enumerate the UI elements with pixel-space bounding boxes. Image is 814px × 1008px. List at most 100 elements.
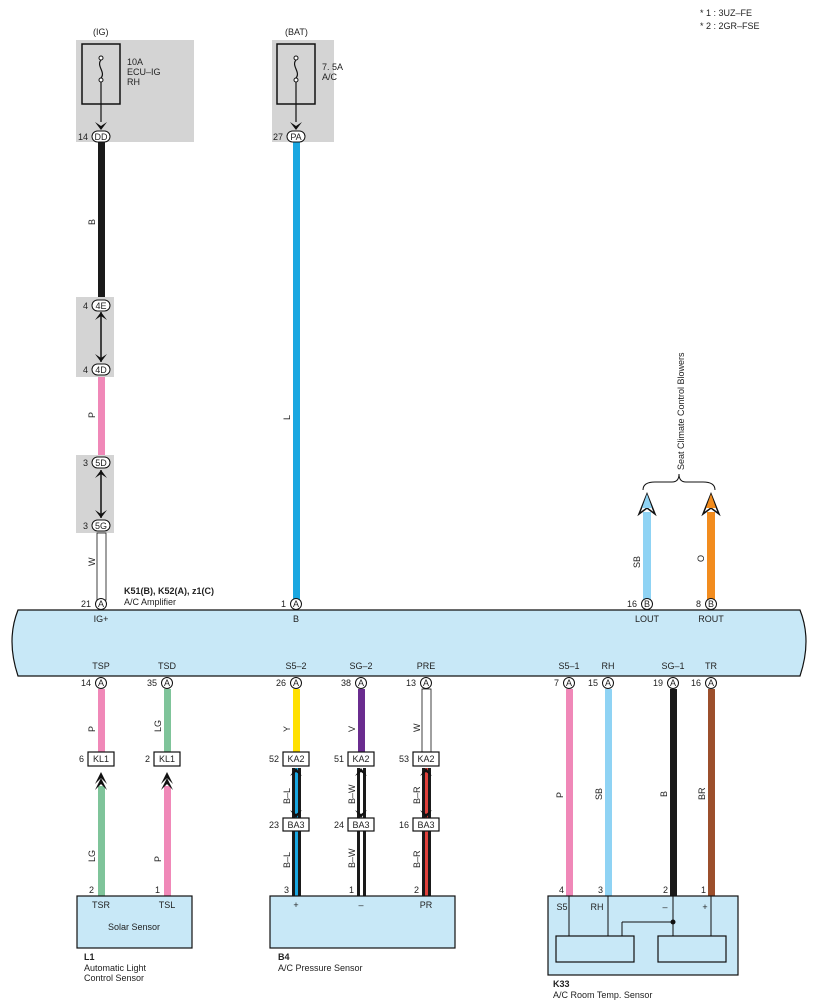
amp-pin-s5-2: S5–2 A 26 [276, 661, 307, 689]
wire-bl-mid-label: B–L [282, 788, 292, 804]
svg-text:A: A [98, 678, 104, 688]
junction-dot [670, 919, 676, 925]
svg-text:1: 1 [281, 599, 286, 609]
svg-text:RH: RH [602, 661, 615, 671]
component-k33-code: K33 [553, 979, 570, 989]
arrow-up-icon [95, 470, 107, 478]
svg-text:21: 21 [81, 599, 91, 609]
svg-text:A: A [670, 678, 676, 688]
wire-lg-tsr-label: LG [87, 850, 97, 862]
svg-text:A: A [708, 678, 714, 688]
svg-text:+: + [293, 900, 298, 910]
wire-v-label: V [347, 726, 357, 732]
svg-text:SG–2: SG–2 [349, 661, 372, 671]
svg-text:19: 19 [653, 678, 663, 688]
component-pressure-sensor: 3 1 2 + – PR B4 A/C Pressure Sensor [269, 885, 456, 973]
amp-pin-tsp: TSP A 14 [81, 661, 110, 689]
wire-b-sg-1 [670, 689, 677, 896]
svg-text:7: 7 [554, 678, 559, 688]
svg-text:A/C Pressure Sensor: A/C Pressure Sensor [278, 963, 363, 973]
svg-text:6: 6 [79, 754, 84, 764]
connector-5g: 5G 3 [83, 519, 111, 532]
fuse-ig-rating: 10A [127, 57, 143, 67]
fuse-ig-element-icon [98, 59, 104, 79]
wire-w-pre-label: W [412, 723, 422, 732]
wire-br-tr-label: BR [697, 787, 707, 800]
wire-p-label: P [87, 412, 97, 418]
svg-text:A: A [566, 678, 572, 688]
svg-text:3: 3 [284, 885, 289, 895]
svg-text:Control Sensor: Control Sensor [84, 973, 144, 983]
svg-text:SG–1: SG–1 [661, 661, 684, 671]
connector-4d-pin: 4 [83, 365, 88, 375]
wire-l-label: L [282, 415, 292, 420]
svg-text:3: 3 [598, 885, 603, 895]
wire-b-ig [98, 142, 105, 300]
amp-pin-rout-label: ROUT [698, 614, 724, 624]
fuse-bat-rating: 7. 5A [322, 62, 343, 72]
svg-text:2: 2 [414, 885, 419, 895]
wire-o-rout [707, 512, 715, 600]
amp-pin-ig-label: IG+ [94, 614, 109, 624]
svg-text:KA2: KA2 [417, 754, 434, 764]
wire-bw-low-label: B–W [347, 848, 357, 868]
svg-text:2: 2 [89, 885, 94, 895]
wire-sb-label: SB [632, 556, 642, 568]
svg-text:14: 14 [81, 678, 91, 688]
connector-5d: 5D 3 [83, 456, 111, 469]
amp-pin-sg-2: SG–2 A 38 [341, 661, 373, 689]
svg-text:TSL: TSL [159, 900, 176, 910]
amp-pin-ig: A 21 IG+ [81, 598, 109, 624]
component-l1-code: L1 [84, 952, 95, 962]
wire-lg-tsd [164, 689, 171, 752]
connector-5g-id: 5G [95, 521, 107, 531]
connector-5d-pin: 3 [83, 458, 88, 468]
amp-pin-rout: B 8 ROUT [696, 598, 724, 624]
svg-text:2: 2 [145, 754, 150, 764]
double-arrow-icon [290, 768, 432, 818]
svg-text:26: 26 [276, 678, 286, 688]
wire-lg-tsd-label: LG [153, 720, 163, 732]
fuse-bat-name: A/C [322, 72, 338, 82]
svg-text:23: 23 [269, 820, 279, 830]
svg-text:16: 16 [627, 599, 637, 609]
wire-b-ig-label: B [87, 219, 97, 225]
fuse-ig-name2: RH [127, 77, 140, 87]
svg-text:53: 53 [399, 754, 409, 764]
wire-o-label: O [696, 555, 706, 562]
amp-pin-tr: TR A 16 [691, 661, 717, 689]
wire-w-label: W [87, 557, 97, 566]
svg-text:A: A [605, 678, 611, 688]
svg-text:A: A [293, 678, 299, 688]
connector-pa-pin: 27 [273, 132, 283, 142]
component-b4-code: B4 [278, 952, 290, 962]
wire-v-sg-2 [358, 689, 365, 752]
svg-text:2: 2 [663, 885, 668, 895]
amp-pin-sg-1: SG–1 A 19 [653, 661, 685, 689]
arrow-down-icon [95, 510, 107, 518]
svg-text:1: 1 [155, 885, 160, 895]
arrow-down-icon [95, 354, 107, 362]
fuse-ig-source: (IG) [93, 27, 109, 37]
connector-4e-id: 4E [95, 301, 106, 311]
junction-5d-5g [76, 455, 114, 533]
connector-4d: 4D 4 [83, 363, 111, 376]
wire-w-pre [421, 688, 432, 753]
amp-pin-rh: RH A 15 [588, 661, 615, 689]
wire-br-mid-label: B–R [412, 786, 422, 804]
connector-dd: DD 14 [78, 130, 111, 143]
amp-pin-b-label: B [293, 614, 299, 624]
wire-br-low-label: B–R [412, 850, 422, 868]
svg-text:KA2: KA2 [352, 754, 369, 764]
svg-text:TSR: TSR [92, 900, 111, 910]
svg-text:16: 16 [399, 820, 409, 830]
svg-text:BA3: BA3 [417, 820, 434, 830]
svg-text:TSP: TSP [92, 661, 110, 671]
svg-text:BA3: BA3 [352, 820, 369, 830]
svg-text:4: 4 [559, 885, 564, 895]
room-temp-element-left [555, 935, 635, 963]
arrow-down-icon [290, 122, 302, 130]
svg-text:KL1: KL1 [159, 754, 175, 764]
svg-text:A/C Room Temp. Sensor: A/C Room Temp. Sensor [553, 990, 652, 1000]
